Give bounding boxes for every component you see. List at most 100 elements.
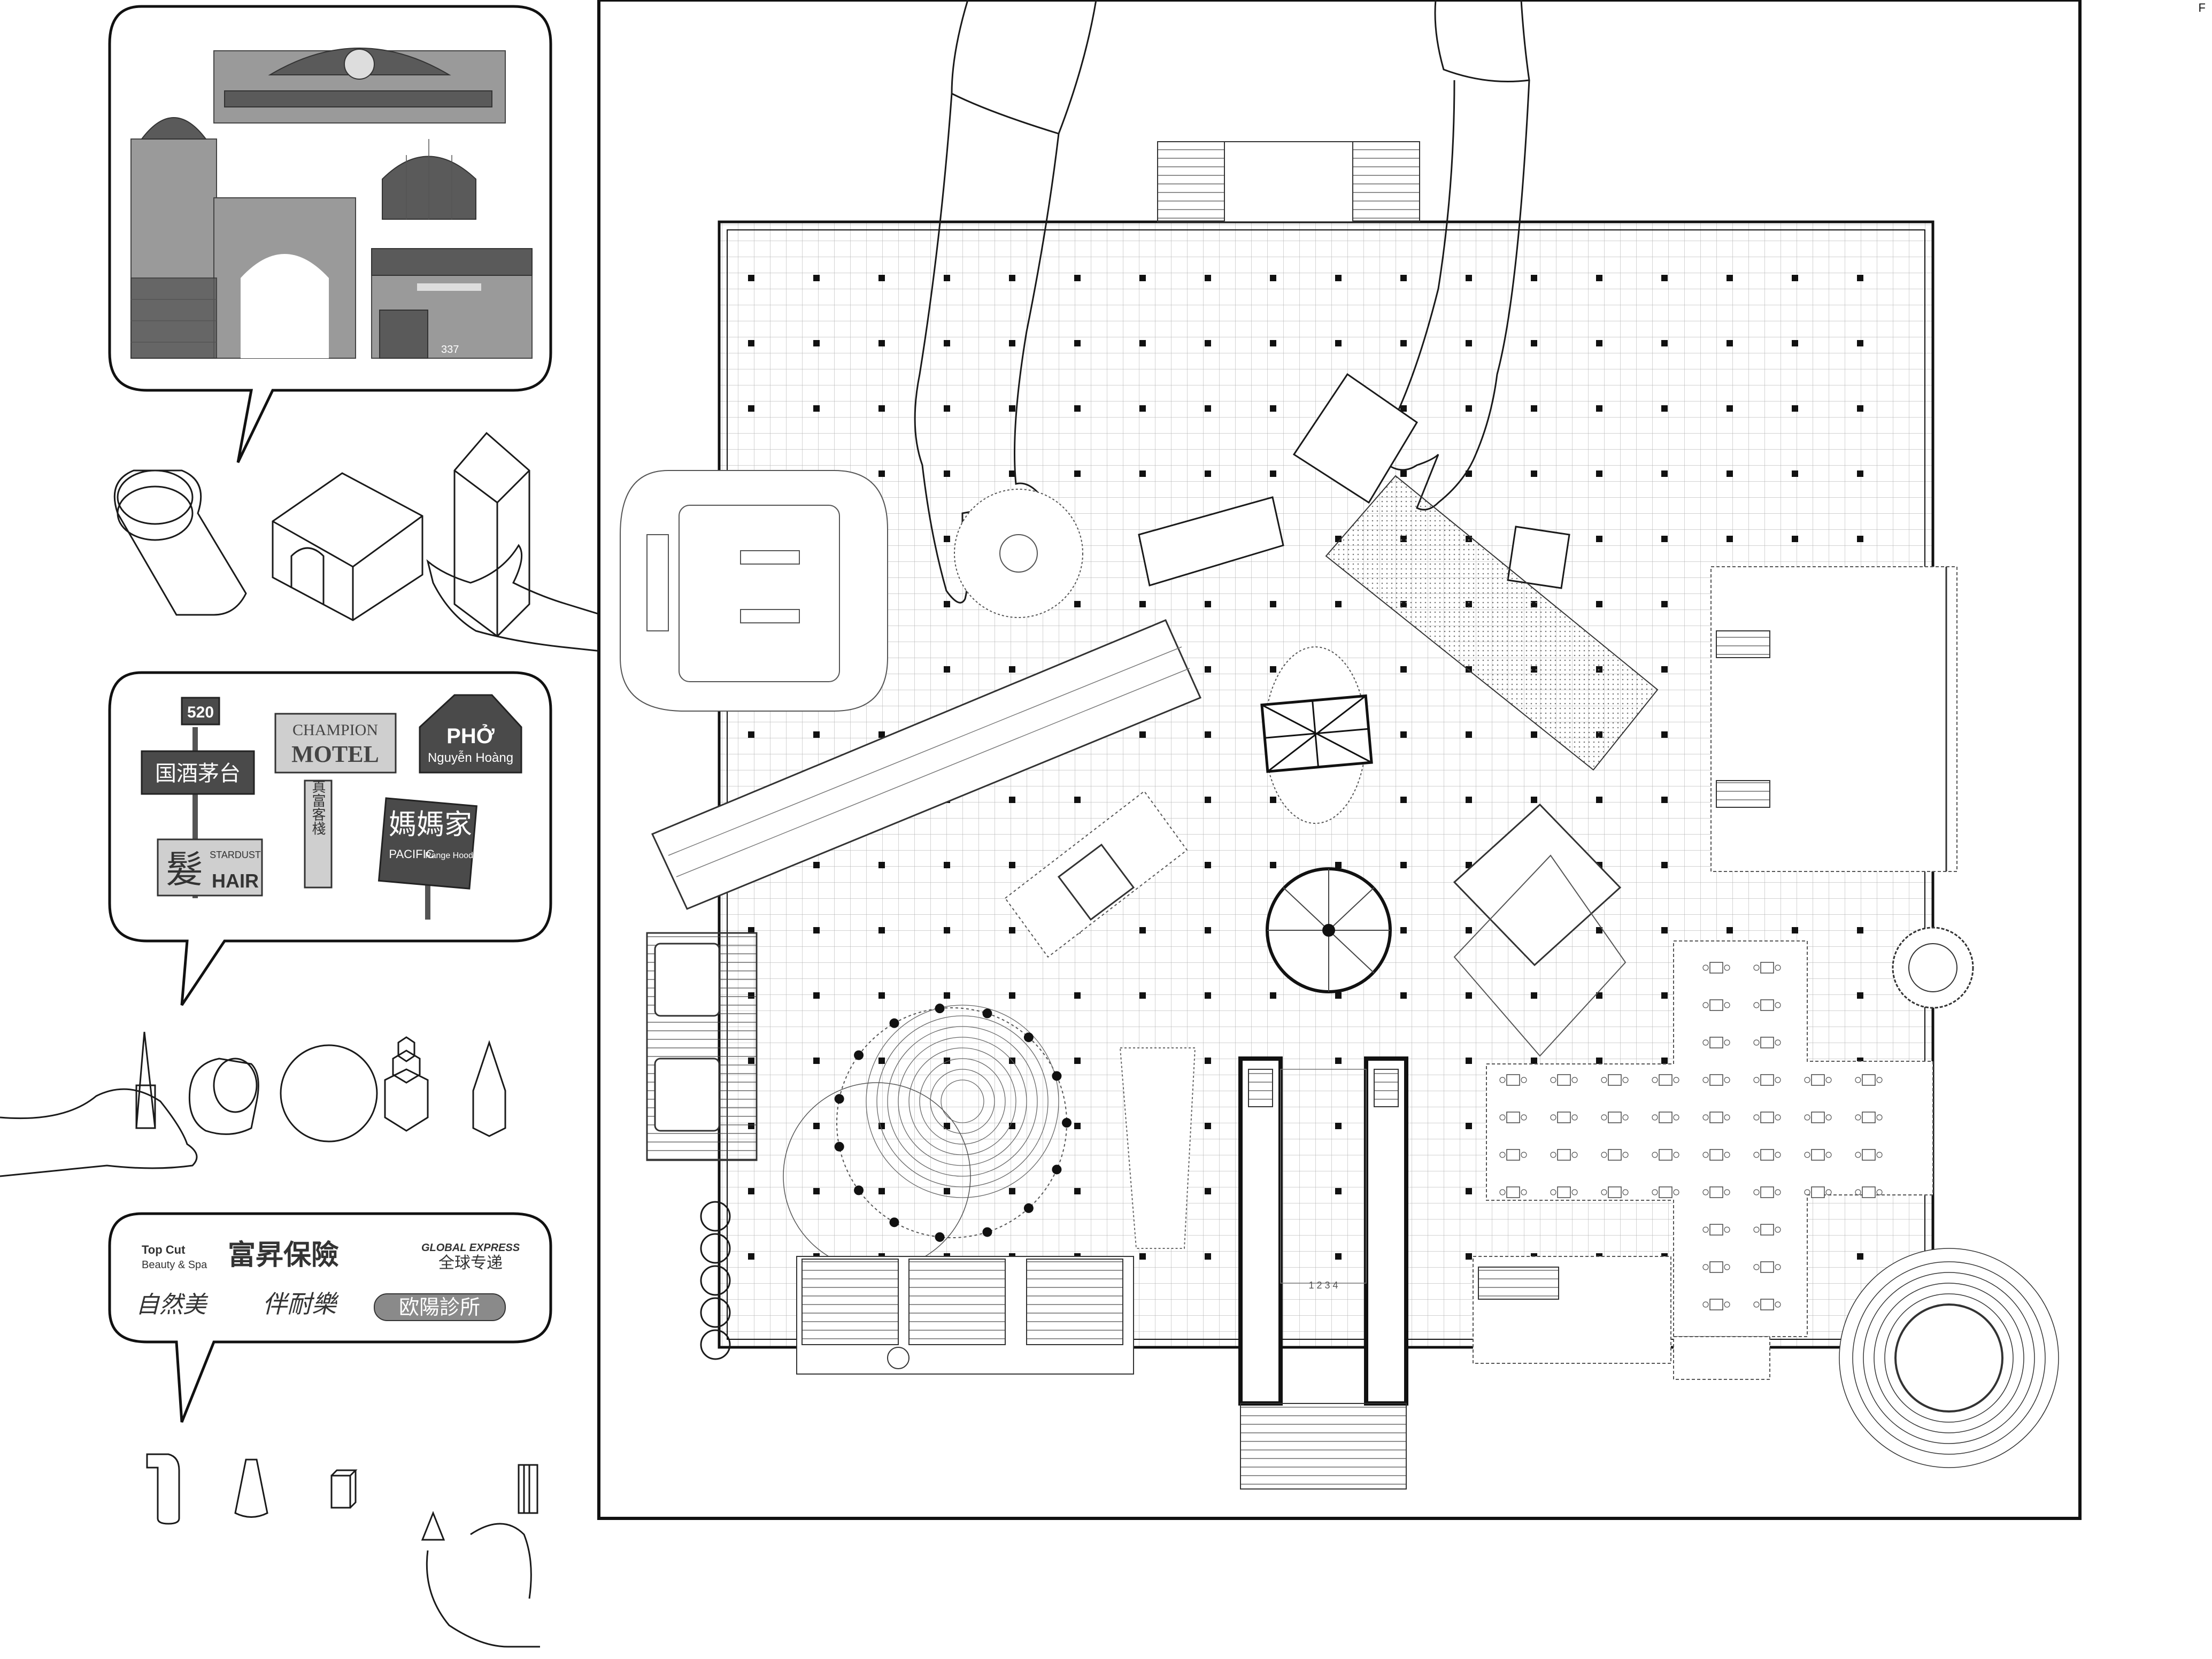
dining-table xyxy=(1702,1074,1730,1086)
rotated-blocks-top xyxy=(1138,373,1570,589)
stair-tower-left xyxy=(1238,1056,1283,1406)
column-dot xyxy=(1400,340,1407,346)
dining-table xyxy=(1652,1112,1679,1123)
column-dot xyxy=(1205,862,1211,868)
column-dot xyxy=(1205,275,1211,281)
trapezoid-object xyxy=(1119,1047,1196,1249)
volume-row-2 xyxy=(135,1031,506,1143)
logo-self-beauty: 自然美 xyxy=(136,1292,209,1318)
column-dot xyxy=(1270,275,1276,281)
column-dot xyxy=(1205,1058,1211,1064)
dining-table xyxy=(1855,1149,1883,1161)
hand-holding-cone xyxy=(0,1088,198,1177)
dining-table xyxy=(1702,1261,1730,1273)
column-dot xyxy=(1596,275,1602,281)
column-dot xyxy=(813,992,820,999)
dining-table xyxy=(1753,999,1781,1011)
column-dot xyxy=(1139,1253,1146,1260)
logo-global-express: GLOBAL EXPRESS xyxy=(421,1242,520,1254)
dining-table xyxy=(1804,1112,1832,1123)
dining-table xyxy=(1601,1112,1629,1123)
column-dot xyxy=(1531,992,1537,999)
column-dot xyxy=(1270,405,1276,412)
dining-table xyxy=(1702,962,1730,974)
dining-table xyxy=(1753,1037,1781,1048)
column-dot xyxy=(878,731,885,738)
column-dot xyxy=(1139,470,1146,477)
ring xyxy=(1863,1272,2035,1444)
column-dot xyxy=(1531,470,1537,477)
sign-restaurant-sub: Range Hood xyxy=(425,851,473,860)
left-bottom-stair-block xyxy=(646,932,758,1161)
column-dot xyxy=(1205,405,1211,412)
column-dot xyxy=(1466,797,1472,803)
column-dot xyxy=(1531,731,1537,738)
dining-table xyxy=(1753,1186,1781,1198)
column-dot xyxy=(1335,1123,1342,1129)
column-dot xyxy=(1727,405,1733,412)
column-dot xyxy=(1857,470,1863,477)
column-dot xyxy=(1009,927,1015,933)
entrance-stairs-top xyxy=(1157,141,1420,222)
ring-column xyxy=(834,1141,844,1152)
hand-holding-pyramid xyxy=(426,1523,540,1648)
dining-table xyxy=(1804,1074,1832,1086)
column-dot xyxy=(1074,275,1081,281)
column-dot xyxy=(1792,470,1798,477)
textured-diagonal-band xyxy=(1325,475,1659,771)
dining-table xyxy=(1753,1299,1781,1310)
dining-table xyxy=(1804,1186,1832,1198)
column-dot xyxy=(1596,797,1602,803)
column-dot xyxy=(1727,927,1733,933)
column-dot xyxy=(1466,1123,1472,1129)
column-dot xyxy=(1466,405,1472,412)
corner-mark: F xyxy=(2199,1,2206,14)
column-dot xyxy=(1139,927,1146,933)
column-dot xyxy=(1400,797,1407,803)
speech-bubble-logos xyxy=(108,1212,552,1423)
column-dot xyxy=(878,470,885,477)
column-dot xyxy=(1205,731,1211,738)
column-dot xyxy=(878,992,885,999)
logo-row: Top Cut Beauty & Spa 富昇保險 GLOBAL EXPRESS… xyxy=(136,1240,520,1321)
ring-column xyxy=(935,1004,945,1014)
column-dot xyxy=(944,862,950,868)
column-dot xyxy=(1661,797,1668,803)
bottom-stair-bays xyxy=(796,1256,1134,1375)
ring-column xyxy=(889,1217,899,1228)
column-dot xyxy=(1596,405,1602,412)
logo-topcut-line2: Beauty & Spa xyxy=(142,1259,207,1271)
column-dot xyxy=(1074,1058,1081,1064)
arch-gate-photo xyxy=(213,48,506,124)
ring-column xyxy=(1023,1203,1034,1213)
ring xyxy=(866,1005,1059,1198)
column-dot xyxy=(878,340,885,346)
dining-tables xyxy=(1499,962,1883,1310)
column-dot xyxy=(944,1123,950,1129)
sign-hair-cn: 髮 xyxy=(166,848,203,890)
column-dot xyxy=(1074,405,1081,412)
column-dot xyxy=(1205,927,1211,933)
column-dot xyxy=(1335,992,1342,999)
dining-table xyxy=(1702,999,1730,1011)
round-dotted-table xyxy=(954,489,1083,618)
column-dot xyxy=(1270,666,1276,673)
dining-table xyxy=(1550,1074,1578,1086)
spiral-stair xyxy=(1266,867,1392,993)
column-dot xyxy=(813,405,820,412)
ring xyxy=(1894,1303,2003,1413)
column-dot xyxy=(1661,340,1668,346)
left-edge-ring-stack xyxy=(700,1201,731,1360)
stair-tower-right xyxy=(1364,1056,1408,1406)
column-dot xyxy=(1205,340,1211,346)
bottom-right-bay xyxy=(1473,1256,1770,1380)
column-dot xyxy=(1661,862,1668,868)
dining-table xyxy=(1550,1149,1578,1161)
column-dot xyxy=(1661,275,1668,281)
ring xyxy=(941,1079,984,1123)
column-dot xyxy=(813,1188,820,1194)
column-dot xyxy=(1661,731,1668,738)
column-dot xyxy=(944,1188,950,1194)
column-dot xyxy=(748,927,754,933)
column-dot xyxy=(878,1123,885,1129)
